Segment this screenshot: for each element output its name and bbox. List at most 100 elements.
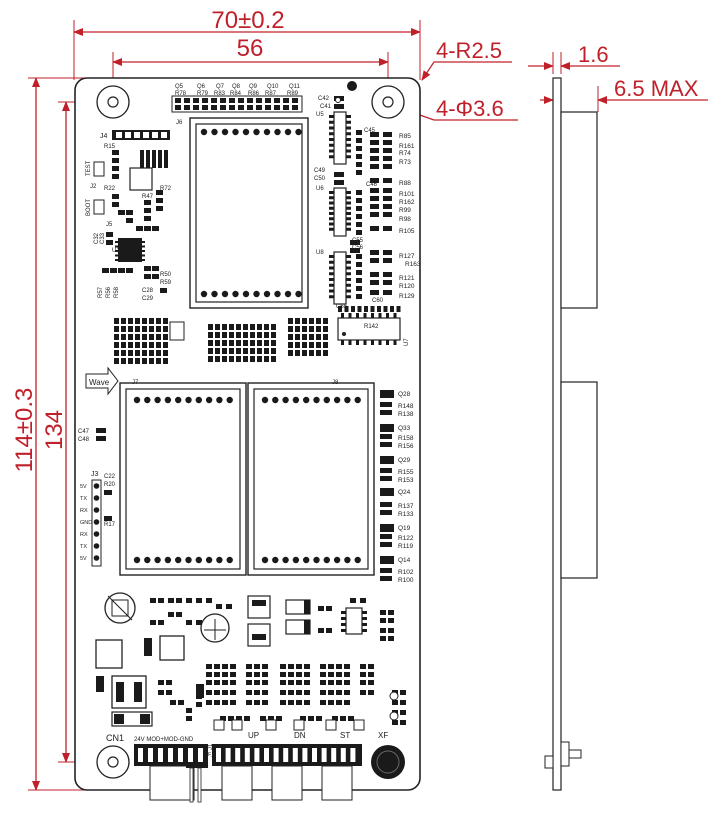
strip-pin [283,748,289,762]
u7-pin [378,340,382,345]
ic-pin [329,138,334,141]
smd-part [262,672,268,677]
resistor-small [356,230,362,235]
array-part [288,334,293,340]
j3-pin-label: RX [80,532,88,538]
smd-part [118,268,125,273]
u7-cap [377,306,381,312]
smd-part [152,266,159,271]
smd-part [230,680,236,685]
label-c32: C32 [94,232,100,244]
smd-part [280,700,286,705]
array-part [236,332,241,338]
array-part [288,318,293,324]
ic-pin [329,196,334,200]
smd-part [344,680,350,685]
j8-pad [313,556,320,564]
ic-pin [329,115,334,118]
smd-part [186,716,192,721]
j7-pad [133,396,141,404]
ic-u2 [345,607,363,635]
smd-part [196,598,202,603]
smd-part [360,680,366,685]
label-boot: BOOT [86,199,92,216]
mounting-hole-bottom-left [96,745,130,779]
u7-cap [351,306,355,312]
strip-pin [350,748,356,762]
smd-part [112,166,119,171]
smd-part [336,690,342,695]
label-j2: J2 [90,184,97,190]
smd-part [320,680,326,685]
label-c50: C50 [314,176,326,182]
strip-pin [302,748,308,762]
array-part [309,350,314,356]
smd-part [400,710,406,715]
header-part [184,105,190,110]
header-part [238,105,244,110]
u7-pin [386,340,389,345]
smd-part [156,190,163,195]
array-part [302,326,307,332]
ic-pin [329,120,334,124]
smd-part [296,700,302,705]
transistor [380,488,394,496]
u2-pin [341,629,346,632]
smd-part [166,690,172,695]
smd-part [254,672,260,677]
button-test [93,161,105,177]
label-r72: R72 [160,186,172,192]
smd-part [360,672,366,677]
j8-pad [333,396,341,404]
ic-u1-pin [142,254,145,257]
array-part [222,324,227,330]
smd-part [222,690,228,695]
j8-pad [272,556,279,564]
array-part [264,356,269,362]
array-part [302,334,307,340]
ic-pin [329,295,334,299]
array-part [149,358,154,364]
resistor [383,196,392,201]
label-c49: C49 [314,168,326,174]
smd-part [206,700,212,705]
header-part [265,98,271,103]
smd-part [178,700,184,705]
j3-pin [93,483,100,489]
label-cn1-pins: 24V MOD+MOD-GND [134,737,194,743]
j4-pin [143,132,149,138]
resistor [380,502,392,507]
array-part [142,334,147,340]
smd-part [222,672,228,677]
j7-pad [205,396,213,404]
smd-part [206,690,212,695]
j7-pad [185,556,192,564]
array-part [250,332,255,338]
label-c47: C47 [78,429,90,435]
j8-pad [272,396,279,404]
max-height-label: 6.5 MAX [614,76,699,101]
ic-pin [346,289,351,293]
smd-part [254,700,260,705]
j3-pin-label: TX [80,544,87,550]
smd-part [126,268,133,273]
header-j4: J4 [100,130,170,140]
cap [334,180,344,185]
smd-part [246,690,252,695]
header-ref-q8: Q8 [232,84,241,90]
u7-pin [348,313,352,318]
j6-pad [221,128,229,136]
header-part [292,98,298,103]
smd-part [228,716,234,721]
ic-pin [346,132,351,136]
board-thickness-label: 1.6 [578,42,609,67]
strip-pin [312,748,317,762]
smd-part [160,288,167,293]
array-part [142,342,147,348]
power-section [95,592,406,731]
resistor [370,188,379,193]
array-part [208,340,213,346]
resistor [383,148,392,153]
u7-pin [371,313,374,318]
label-u5: U5 [316,112,324,118]
